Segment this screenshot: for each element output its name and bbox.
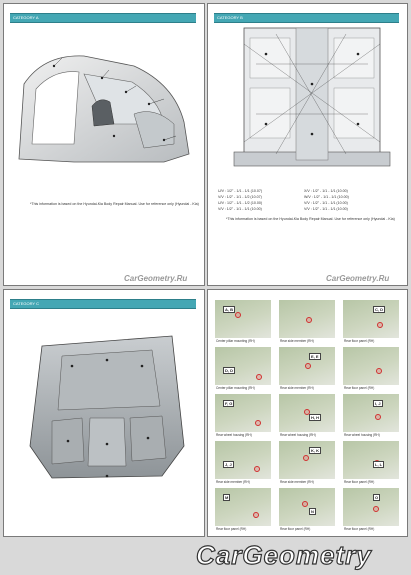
- measure-point-marker: [235, 312, 241, 318]
- reference-photo-caption: Rear wheel housing (RH): [216, 433, 252, 437]
- reference-photo: D, D Center pillar mounting (RH): [215, 347, 271, 393]
- reference-photo: O Rear floor panel (RH): [343, 488, 399, 534]
- measure-point-tag: C, D: [373, 306, 385, 313]
- measure-point-tag: O: [373, 494, 381, 501]
- measure-point-marker: [376, 368, 382, 374]
- page-watermark: CarGeometry.Ru: [124, 274, 188, 283]
- reference-photo: J, J Rear side member (RH): [215, 441, 271, 487]
- manual-page-1: CATEGORY A *This information is based on…: [3, 3, 205, 286]
- reference-photo-caption: Rear wheel housing (RH): [280, 433, 316, 437]
- page-footnote: *This information is based on the Hyunda…: [226, 217, 395, 221]
- reference-photo-caption: Rear floor panel (RH): [280, 527, 311, 531]
- reference-photo-image: C, D: [343, 300, 399, 338]
- page-header-bar: CATEGORY B: [214, 13, 399, 23]
- page-header-label: CATEGORY C: [13, 301, 40, 306]
- reference-photo-image: M: [215, 488, 271, 526]
- measure-point-marker: [303, 455, 309, 461]
- reference-photo: A, B Center pillar mounting (RH): [215, 300, 271, 346]
- reference-photo-image: H, H: [279, 394, 335, 432]
- reference-photo-caption: Rear side member (RH): [280, 480, 314, 484]
- measure-point-marker: [253, 512, 259, 518]
- reference-photo-image: N: [279, 488, 335, 526]
- reference-photo-image: L, L: [343, 441, 399, 479]
- reference-photo-image: J, J: [215, 441, 271, 479]
- measure-point-marker: [375, 414, 381, 420]
- measure-point-tag: E, E: [309, 353, 321, 360]
- reference-photo: L, L Rear floor panel (RH): [343, 441, 399, 487]
- rear-quarter-body-illustration: [18, 55, 190, 163]
- measure-point-tag: H, H: [309, 414, 321, 421]
- reference-photo-caption: Rear floor panel (RH): [344, 386, 375, 390]
- page-header-label: CATEGORY A: [13, 15, 39, 20]
- manual-page-2: CATEGORY B U/V : 1/2" - 1/1 - 1/1 (10.07…: [207, 3, 408, 286]
- reference-photo-caption: Rear floor panel (RH): [344, 480, 375, 484]
- measure-point-tag: F, G: [223, 400, 235, 407]
- page-header-bar: CATEGORY C: [10, 299, 196, 309]
- dimension-code: W/V : 1/2" - 1/1 - 1/1 (10.00): [304, 195, 349, 199]
- dimension-code: V/V : 1/2" - 1/1 - 1/2 (10.07): [218, 195, 262, 199]
- measure-point-marker: [254, 466, 260, 472]
- measure-point-marker: [304, 409, 310, 415]
- page-watermark: CarGeometry.Ru: [326, 274, 390, 283]
- reference-photo-caption: Center pillar mounting (RH): [216, 386, 255, 390]
- reference-photo-caption: Rear floor panel (RH): [344, 527, 375, 531]
- reference-photo: N Rear floor panel (RH): [279, 488, 335, 534]
- page-header-bar: CATEGORY A: [10, 13, 196, 23]
- reference-photo-caption: Rear floor panel (RH): [344, 339, 375, 343]
- site-watermark: CarGeometry: [195, 539, 372, 570]
- measure-point-tag: D, D: [223, 367, 235, 374]
- dimension-code: V/V : 1/2" - 1/1 - 1/1 (10.00): [304, 207, 348, 211]
- reference-photo-image: D, D: [215, 347, 271, 385]
- measure-point-tag: A, B: [223, 306, 235, 313]
- measure-point-marker: [306, 317, 312, 323]
- reference-photo: Rear floor panel (RH): [343, 347, 399, 393]
- reference-photo-caption: Rear side member (RH): [216, 480, 250, 484]
- dimension-code: V/V : 1/2" - 1/1 - 1/1 (10.00): [304, 201, 348, 205]
- dimension-code: U/V : 1/2" - 1/1 - 1/2 (10.00): [218, 201, 263, 205]
- reference-photo: K, K Rear side member (RH): [279, 441, 335, 487]
- reference-photo-image: A, B: [215, 300, 271, 338]
- rear-floor-panel-illustration: [29, 335, 185, 479]
- page-footnote: *This information is based on the Hyunda…: [30, 202, 199, 206]
- measure-point-tag: N: [309, 508, 316, 515]
- manual-page-4: A, B Center pillar mounting (RH) Rear side…: [207, 289, 408, 537]
- measure-point-marker: [377, 322, 383, 328]
- measure-point-marker: [305, 363, 311, 369]
- page-header-label: CATEGORY B: [217, 15, 243, 20]
- reference-photo: F, G Rear wheel housing (RH): [215, 394, 271, 440]
- measure-point-tag: I, J: [373, 400, 383, 407]
- reference-photo-image: [343, 347, 399, 385]
- reference-photo: M Rear floor panel (RH): [215, 488, 271, 534]
- measure-point-marker: [256, 374, 262, 380]
- reference-photo-image: [279, 300, 335, 338]
- measure-point-tag: J, J: [223, 461, 234, 468]
- dimension-code: U/V : 1/2" - 1/1 - 1/1 (10.07): [218, 189, 263, 193]
- measure-point-marker: [255, 420, 261, 426]
- measure-point-marker: [302, 501, 308, 507]
- reference-photo-image: K, K: [279, 441, 335, 479]
- reference-photo-caption: Center pillar mounting (RH): [216, 339, 255, 343]
- reference-photo: H, H Rear wheel housing (RH): [279, 394, 335, 440]
- measure-point-tag: K, K: [309, 447, 321, 454]
- measure-point-tag: L, L: [373, 461, 385, 468]
- reference-photo-caption: Rear side member (RH): [280, 339, 314, 343]
- reference-photo: C, D Rear floor panel (RH): [343, 300, 399, 346]
- reference-photo: I, J Rear wheel housing (RH): [343, 394, 399, 440]
- dimension-code: V/V : 1/2" - 1/1 - 1/1 (10.00): [218, 207, 262, 211]
- underbody-floor-illustration: [233, 27, 391, 167]
- reference-photo-caption: Rear floor panel (RH): [216, 527, 247, 531]
- reference-photo-image: F, G: [215, 394, 271, 432]
- dimension-code: X/V : 1/2" - 1/1 - 1/1 (10.00): [304, 189, 348, 193]
- reference-photo-image: O: [343, 488, 399, 526]
- reference-photo: Rear side member (RH): [279, 300, 335, 346]
- reference-photo-image: E, E: [279, 347, 335, 385]
- measure-point-tag: M: [223, 494, 231, 501]
- reference-photo: E, E Rear side member (RH): [279, 347, 335, 393]
- reference-photo-image: I, J: [343, 394, 399, 432]
- reference-photo-caption: Rear side member (RH): [280, 386, 314, 390]
- measure-point-marker: [373, 506, 379, 512]
- reference-photo-caption: Rear wheel housing (RH): [344, 433, 380, 437]
- manual-page-3: CATEGORY C: [3, 289, 205, 537]
